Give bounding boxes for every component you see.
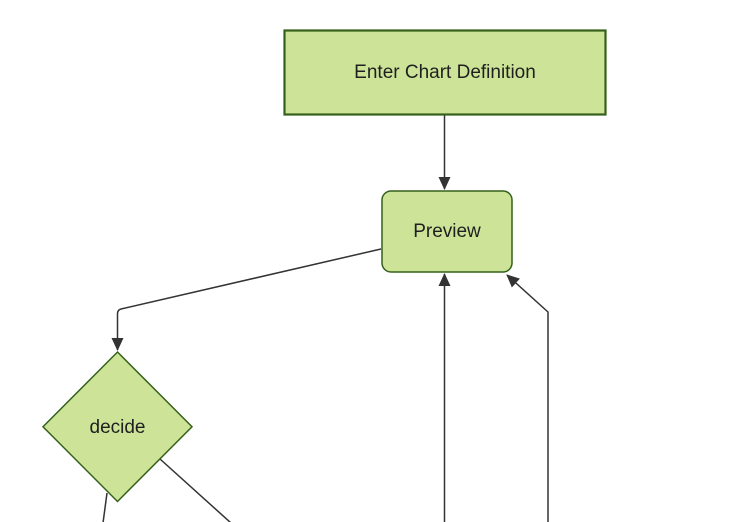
edge-bottom-right-to-preview [506, 274, 549, 522]
node-enter-chart-definition: Enter Chart Definition [283, 29, 607, 116]
enter-chart-definition-label: Enter Chart Definition [354, 62, 536, 83]
edge-decide-to-bottom-right [159, 458, 232, 522]
node-decide: decide [41, 350, 194, 503]
edge-decide-to-bottom-left [102, 492, 108, 522]
preview-label: Preview [413, 221, 481, 242]
decide-label: decide [90, 417, 146, 438]
edge-layer [102, 115, 549, 522]
decide-diamond [41, 350, 194, 503]
node-preview: Preview [381, 190, 513, 273]
enter-chart-definition-rectangle [283, 29, 607, 116]
preview-rounded-rectangle [381, 190, 513, 273]
edge-preview-to-decide [111, 248, 382, 351]
